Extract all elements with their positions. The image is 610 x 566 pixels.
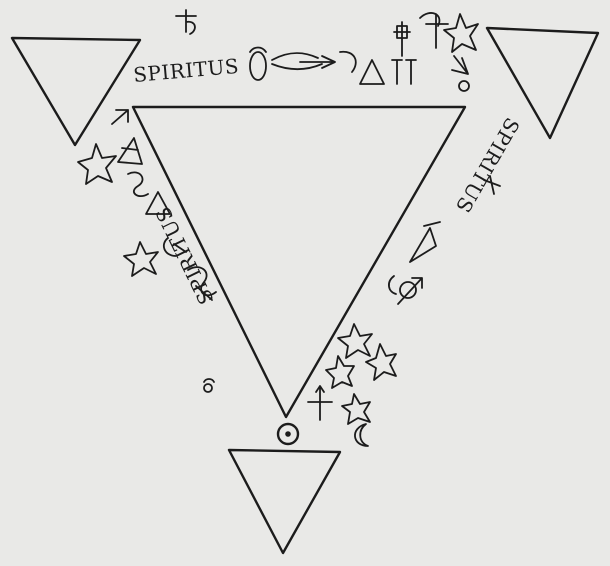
cross-icon bbox=[393, 21, 411, 57]
arrow-icon bbox=[111, 109, 129, 125]
air-triangle-icon bbox=[117, 137, 143, 165]
arrow-icon bbox=[451, 55, 470, 92]
alchemical-sigil-icon bbox=[187, 266, 217, 301]
moon-sigil-icon bbox=[162, 237, 187, 257]
spiritus-label-right: SPIRITUS bbox=[451, 114, 525, 218]
alchemical-sigil-icon bbox=[271, 50, 357, 73]
mars-icon bbox=[388, 275, 423, 305]
circle-dot-icon bbox=[276, 422, 300, 446]
saturn-icon bbox=[175, 9, 197, 35]
fire-triangle-icon bbox=[359, 59, 417, 85]
arrow-icon bbox=[409, 221, 441, 263]
cross-arrow-icon bbox=[307, 385, 333, 421]
crescent-icon bbox=[354, 423, 369, 447]
fire-triangle-icon bbox=[145, 191, 171, 215]
star-icon bbox=[77, 143, 117, 185]
saturn-sigil-icon bbox=[419, 12, 449, 49]
planet-sigil-icon bbox=[483, 175, 501, 195]
top-left-triangle-icon bbox=[10, 36, 142, 147]
star-icon bbox=[341, 393, 371, 425]
spiritus-label-top: SPIRITUS bbox=[132, 54, 240, 87]
star-icon bbox=[337, 323, 373, 359]
top-right-triangle-icon bbox=[485, 26, 600, 140]
bottom-triangle-icon bbox=[227, 448, 342, 555]
mercury-small-icon bbox=[203, 378, 215, 393]
star-icon bbox=[443, 13, 479, 53]
central-triangle-icon bbox=[131, 105, 467, 419]
star-icon bbox=[123, 241, 159, 277]
spiritus-label-left: SPIRITUS bbox=[150, 203, 218, 309]
star-icon bbox=[365, 343, 397, 381]
sulfur-sigil-icon bbox=[127, 171, 149, 198]
star-icon bbox=[325, 355, 355, 389]
mercury-icon bbox=[249, 46, 267, 81]
